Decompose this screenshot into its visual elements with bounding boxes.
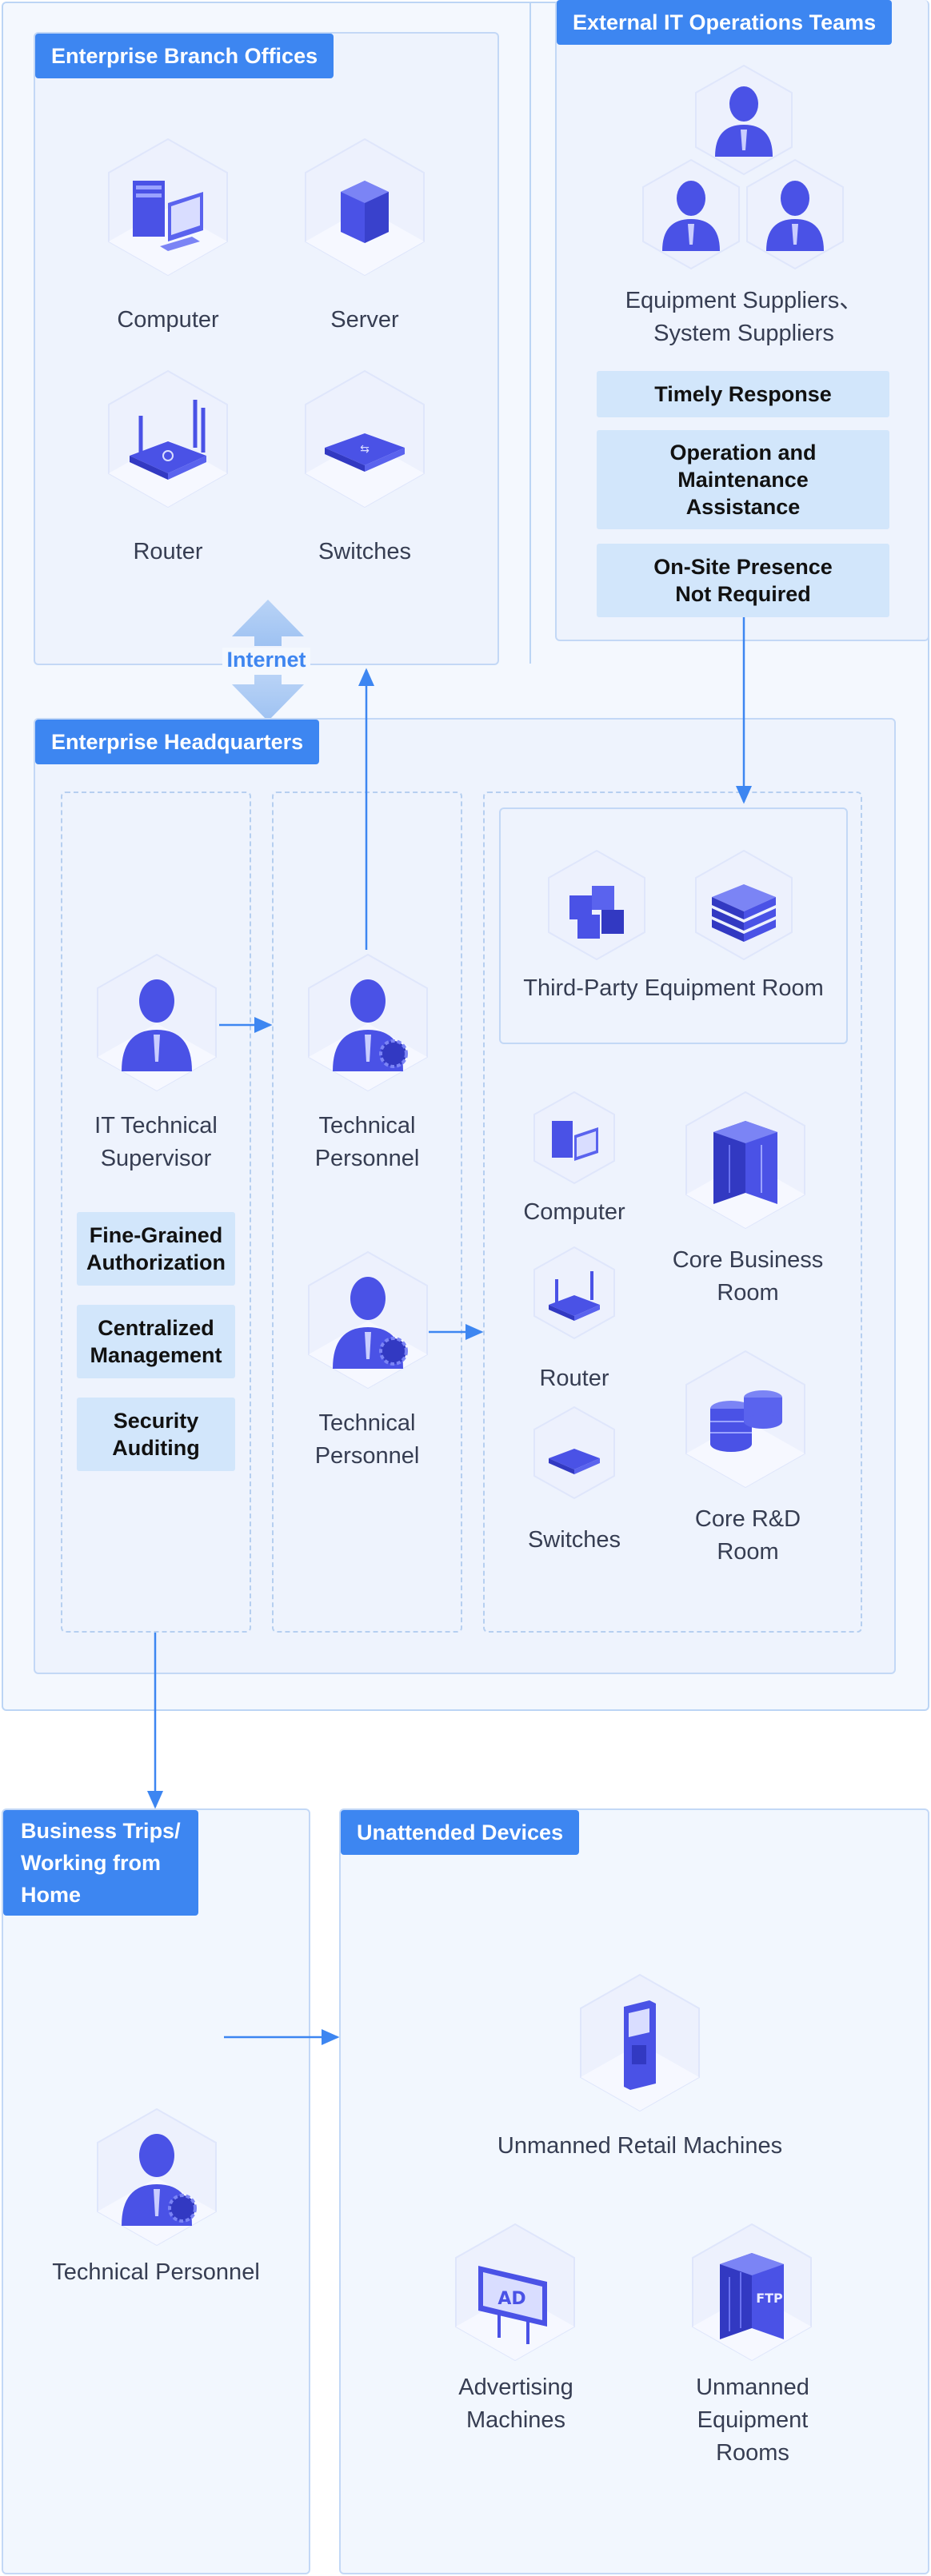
unmanned-rooms-label: Unmanned Equipment Rooms: [696, 2375, 809, 2466]
trips-title: Business Trips/ Working from Home: [3, 1810, 198, 1916]
external-person-right: [744, 157, 846, 277]
hq-router-label: Router: [539, 1366, 609, 1391]
branch-server-label: Server: [330, 307, 399, 333]
hq-computer-label: Computer: [523, 1199, 625, 1225]
hq-column-supervisor: [61, 792, 251, 1633]
external-feature-timely: Timely Response: [597, 371, 889, 417]
unmanned-retail-icon: [576, 1972, 704, 2123]
hq-supervisor-label: IT Technical Supervisor: [94, 1113, 218, 1171]
hq-feature-authorization: Fine-Grained Authorization: [77, 1212, 235, 1286]
unattended-title: Unattended Devices: [341, 1810, 580, 1855]
hq-supervisor-icon: [93, 951, 221, 1103]
branch-server: [301, 136, 429, 288]
external-person-top: [693, 62, 795, 182]
third-party-icon-cubes: [545, 847, 648, 967]
branch-router-label: Router: [133, 539, 203, 564]
hq-personnel-top-label: Technical Personnel: [314, 1113, 420, 1171]
core-rd-room-label: Core R&D Room: [694, 1506, 801, 1565]
hq-router-icon: [531, 1244, 617, 1346]
core-business-room-label: Core Business Room: [672, 1247, 824, 1306]
ftp-text: FTP: [756, 2291, 783, 2306]
hq-switches-icon: [531, 1404, 617, 1506]
unmanned-rooms-icon: FTP: [688, 2221, 816, 2373]
external-title: External IT Operations Teams: [557, 0, 893, 45]
hq-title: Enterprise Headquarters: [35, 720, 320, 764]
svg-text:⇆: ⇆: [360, 443, 370, 456]
hq-feature-auditing: Security Auditing: [77, 1398, 235, 1471]
unmanned-retail-label: Unmanned Retail Machines: [497, 2133, 783, 2159]
external-feature-onsite: On-Site Presence Not Required: [597, 544, 889, 617]
hq-switches-label: Switches: [527, 1527, 621, 1553]
advertising-machine-icon: AD: [451, 2221, 579, 2373]
hq-personnel-top-icon: [304, 951, 432, 1103]
third-party-icon-servers: [693, 847, 795, 967]
trips-personnel-label: Technical Personnel: [52, 2259, 260, 2285]
core-business-room-icon: [681, 1089, 809, 1241]
branch-switches-label: Switches: [318, 539, 412, 564]
branch-switches: ⇆: [301, 368, 429, 520]
branch-title: Enterprise Branch Offices: [35, 34, 334, 78]
ad-text: AD: [497, 2289, 525, 2309]
hq-computer-icon: [531, 1089, 617, 1191]
branch-computer: [104, 136, 232, 288]
branch-panel: Enterprise Branch Offices: [34, 32, 499, 665]
hq-feature-management: Centralized Management: [77, 1305, 235, 1378]
external-suppliers-label: Equipment Suppliers、 System Suppliers: [625, 288, 863, 346]
internet-double-arrow: [232, 600, 304, 721]
external-feature-om: Operation and Maintenance Assistance: [597, 430, 889, 529]
branch-router: [104, 368, 232, 520]
core-rd-room-icon: [681, 1348, 809, 1500]
trips-personnel-icon: [93, 2106, 221, 2258]
hq-column-rooms: [483, 792, 862, 1633]
hq-personnel-bottom-icon: [304, 1249, 432, 1401]
hq-personnel-bottom-label: Technical Personnel: [314, 1410, 420, 1469]
internet-label: Internet: [222, 648, 310, 672]
branch-computer-label: Computer: [117, 307, 219, 333]
external-person-left: [640, 157, 742, 277]
third-party-room-label: Third-Party Equipment Room: [523, 975, 824, 1001]
advertising-machine-label: Advertising Machines: [458, 2375, 573, 2433]
unattended-panel: Unattended Devices: [339, 1808, 929, 2574]
